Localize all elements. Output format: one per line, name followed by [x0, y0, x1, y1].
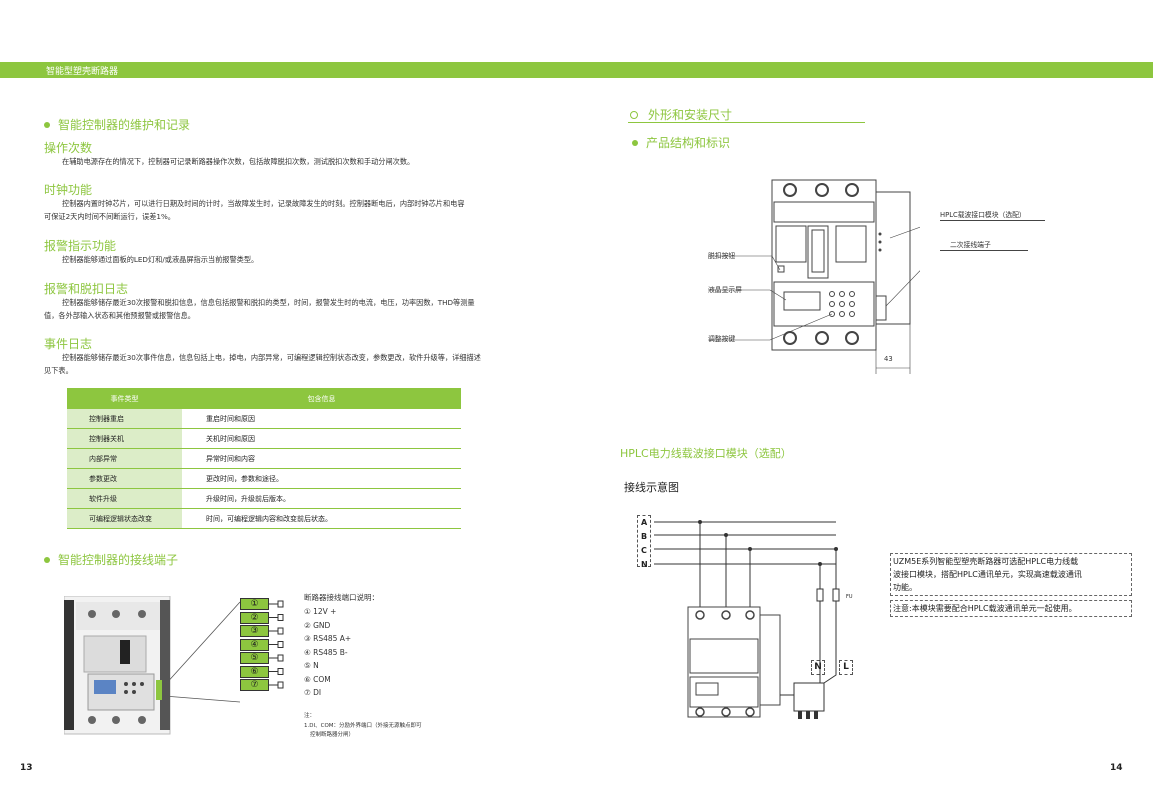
table-cell: 控制器关机: [67, 428, 182, 449]
callout-trip-button: 脱扣按钮: [708, 252, 736, 260]
terminal-connector-lines: [163, 601, 241, 703]
hplc-title: HPLC电力线载波接口模块（选配）: [620, 447, 792, 460]
fuse-label: FU: [846, 594, 853, 600]
terminal-pin: ②: [240, 611, 269, 624]
table-row: 内部异常 异常时间和内容: [67, 448, 461, 469]
text-operation-count: 在辅助电源存在的情况下，控制器可记录断路器操作次数，包括故障脱扣次数，测试脱扣次…: [62, 157, 415, 166]
table-row: 控制器关机 关机时间和原因: [67, 428, 461, 449]
section-maintenance-title: 智能控制器的维护和记录: [44, 114, 190, 133]
dimension-label: 43: [884, 355, 893, 363]
phase-label-b: B: [641, 532, 648, 541]
header-bar: 智能型塑壳断路器: [0, 62, 1153, 78]
pin-desc-item: ⑤ N: [304, 661, 319, 670]
text-clock-2: 可保证2天内时间不间断运行，误差1%。: [44, 212, 175, 221]
page-number-right: 14: [1110, 763, 1123, 773]
table-header-cell: 包含信息: [182, 388, 461, 409]
table-row: 可编程逻辑状态改变 时间，可编程逻辑内容和改变前后状态。: [67, 508, 461, 529]
header-title: 智能型塑壳断路器: [46, 67, 119, 77]
pin-desc-title: 断路器接线端口说明：: [304, 593, 379, 602]
note-line-1: 1.DI、COM：分励外界端口（外接无源触点即可: [304, 723, 422, 729]
pin-desc-item: ⑥ COM: [304, 674, 331, 684]
terminal-block: ① ② ③ ④ ⑤ ⑥ ⑦: [240, 598, 269, 691]
table-cell: 异常时间和内容: [182, 448, 461, 469]
table-cell: 时间，可编程逻辑内容和改变前后状态。: [182, 508, 461, 529]
callout-adjust: 调整按键: [708, 335, 736, 343]
terminal-pin: ⑤: [240, 652, 269, 664]
terminal-pin: ①: [240, 598, 269, 610]
table-cell: 升级时间，升级前后版本。: [182, 488, 461, 509]
section-terminals-title: 智能控制器的接线端子: [44, 549, 178, 568]
wiring-diagram: [654, 520, 840, 719]
phase-labels: A B C N: [641, 516, 648, 572]
callout-underline: [940, 220, 1045, 221]
text-event-log-1: 控制器能够储存最近30次事件信息，信息包括上电，掉电，内部异常，可编程逻辑控制状…: [62, 353, 481, 362]
text-alarm-log-2: 值，各外部输入状态和其他预报警或报警信息。: [44, 311, 195, 320]
desc-line: 功能。: [893, 583, 917, 592]
table-row: 软件升级 升级时间，升级前后版本。: [67, 488, 461, 509]
terminal-pin: ⑦: [240, 679, 269, 691]
table-cell: 重启时间和原因: [182, 409, 461, 429]
table-cell: 参数更改: [67, 468, 182, 489]
bullet-icon: [44, 121, 50, 128]
circle-icon: [630, 110, 638, 119]
phase-label-c: C: [641, 546, 647, 555]
bullet-icon: [632, 139, 638, 146]
section-structure-title: 产品结构和标识: [632, 132, 730, 151]
note-title: 注：: [304, 713, 316, 719]
text-alarm-log-1: 控制器能够储存最近30次报警和脱扣信息，信息包括报警和脱扣的类型，时间，报警发生…: [62, 298, 475, 307]
phase-label-frame: [637, 515, 651, 567]
pin-desc-item: ③ RS485 A+: [304, 634, 352, 643]
hplc-description: UZM5E系列智能型塑壳断路器可选配HPLC电力线载 波接口模块，搭配HPLC通…: [890, 553, 1132, 596]
text-alarm-indicator: 控制器能够通过面板的LED灯和/或液晶屏指示当前报警类型。: [62, 255, 259, 264]
table-header-cell: 事件类型: [67, 388, 182, 409]
pin-desc-list: ① 12V + ② GND ③ RS485 A+ ④ RS485 B- ⑤ N …: [304, 605, 351, 700]
heading-event-log: 事件日志: [44, 337, 93, 351]
table-row: 参数更改 更改时间，参数和途径。: [67, 468, 461, 489]
heading-alarm-indicator: 报警指示功能: [44, 239, 117, 253]
desc-line: UZM5E系列智能型塑壳断路器可选配HPLC电力线载: [893, 557, 1079, 566]
wiring-title: 接线示意图: [624, 481, 679, 494]
pin-desc-item: ① 12V +: [304, 607, 337, 616]
heading-operation-count: 操作次数: [44, 141, 93, 155]
pin-desc-item: ④ RS485 B-: [304, 647, 348, 657]
pin-desc-item: ⑦ DI: [304, 688, 322, 697]
table-cell: 控制器重启: [67, 409, 182, 429]
heading-alarm-log: 报警和脱扣日志: [44, 282, 129, 296]
text-event-log-2: 见下表。: [44, 366, 73, 375]
heading-clock: 时钟功能: [44, 183, 93, 197]
callout-hplc-module: HPLC载波接口模块（选配）: [940, 211, 1026, 219]
callout-secondary-terminal: 二次接线端子: [950, 241, 991, 249]
table-cell: 内部异常: [67, 448, 182, 469]
callout-lcd: 液晶显示屏: [708, 286, 742, 294]
breaker-photo: [64, 596, 171, 735]
text-clock-1: 控制器内置时钟芯片，可以进行日期及时间的计时，当故障发生时，记录故障发生的时刻。…: [62, 199, 465, 208]
event-table: 事件类型 包含信息 控制器重启 重启时间和原因 控制器关机 关机时间和原因 内部…: [67, 388, 461, 529]
l-label: L: [839, 660, 853, 675]
note-line-2: 控制断路器分闸）: [310, 732, 355, 738]
terminal-pin: ③: [240, 625, 269, 637]
table-cell: 可编程逻辑状态改变: [67, 508, 182, 529]
phase-label-n: N: [641, 560, 648, 569]
table-header-row: 事件类型 包含信息: [67, 388, 461, 409]
divider: [628, 122, 865, 123]
phase-label-a: A: [641, 518, 648, 527]
bullet-icon: [44, 556, 50, 563]
table-cell: 更改时间，参数和途径。: [182, 468, 461, 489]
table-cell: 软件升级: [67, 488, 182, 509]
pin-desc-item: ② GND: [304, 620, 331, 630]
pin-leads: [268, 600, 284, 689]
desc-line: 波接口模块，搭配HPLC通讯单元，实现高速载波通讯: [893, 570, 1082, 579]
terminal-pin: ④: [240, 638, 269, 651]
section-dimensions-title: 外形和安装尺寸: [630, 104, 732, 123]
table-row: 控制器重启 重启时间和原因: [67, 409, 461, 429]
table-cell: 关机时间和原因: [182, 428, 461, 449]
page-number-left: 13: [20, 763, 33, 773]
terminal-pin: ⑥: [240, 665, 269, 678]
breaker-front-diagram: [708, 179, 920, 374]
hplc-note: 注意:本模块需要配合HPLC载波通讯单元一起使用。: [890, 600, 1132, 617]
callout-underline: [940, 250, 1028, 251]
n-label: N: [811, 660, 825, 675]
